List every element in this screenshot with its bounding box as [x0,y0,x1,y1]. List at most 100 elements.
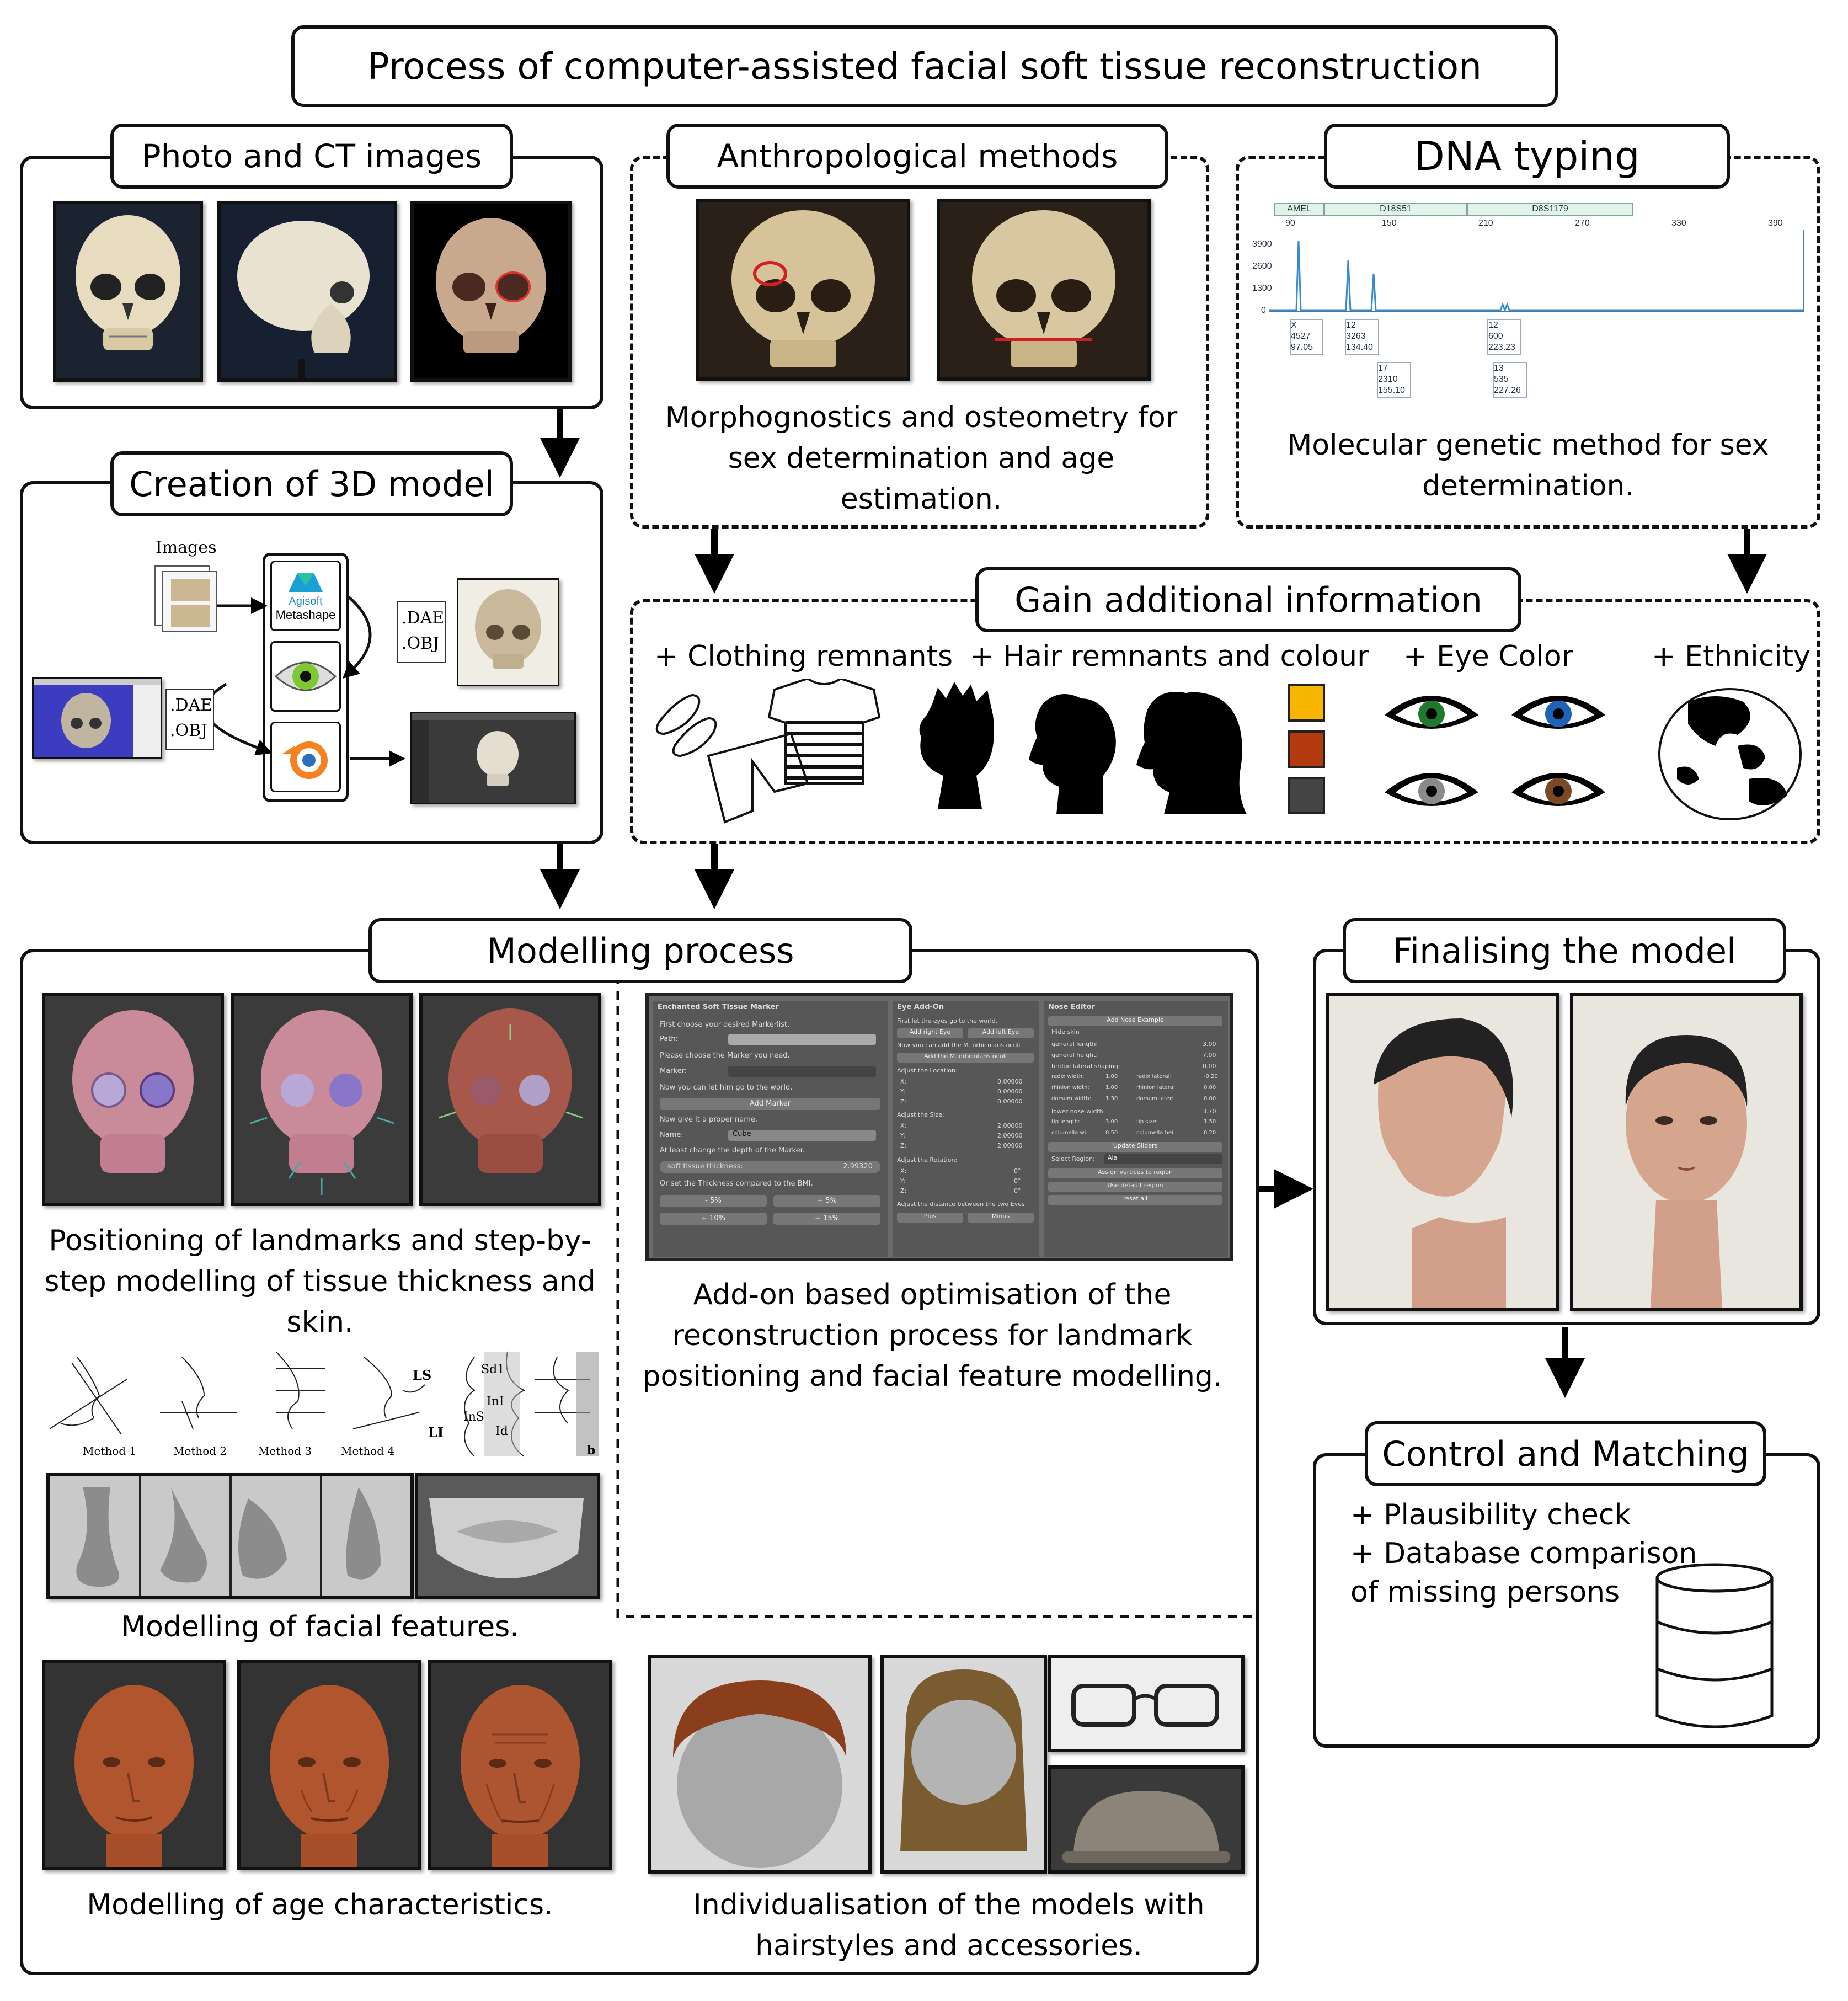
add-right-eye-button[interactable]: Add right Eye [897,1028,963,1038]
mouth-model-render [415,1473,600,1599]
blender-render-screenshot [410,712,576,804]
anthropological-title-text: Anthropological methods [717,137,1118,175]
creation-3d-title: Creation of 3D model [110,451,513,516]
shorts-icon [707,732,809,824]
method-3-label: Method 3 [258,1444,312,1458]
plausibility-check-label: + Plausibility check [1350,1498,1631,1532]
shoes-icon [655,693,701,735]
finalising-title: Finalising the model [1343,918,1786,983]
eye-plus-button[interactable]: Plus [897,1213,963,1223]
clothing-remnants-label: + Clothing remnants [654,640,953,673]
formats-label-2: .DAE .OBJ [165,689,214,750]
electropherogram-trace [1269,230,1804,312]
eye-color-label: + Eye Color [1403,640,1574,673]
mesh-software-screenshot [32,677,162,759]
gain-info-title: Gain additional information [975,567,1521,632]
eye-addon-panel: Eye Add-On First let the eyes go to the … [893,1001,1039,1257]
skull-morphognostic-photo-2 [937,199,1151,381]
skull-photo-side [217,201,397,382]
age-head-young [42,1660,226,1870]
lip-label-b: b [587,1443,596,1458]
missing-persons-label: of missing persons [1350,1576,1620,1609]
hair-remnants-label: + Hair remnants and colour [970,640,1369,673]
lip-label-ls: LS [413,1367,432,1383]
use-default-region-button[interactable]: Use default region [1048,1182,1222,1192]
y-tick-1300: 1300 [1252,284,1272,293]
skull-morphognostic-photo-1 [696,199,910,381]
select-region-dropdown[interactable]: Ala [1104,1154,1222,1164]
features-caption: Modelling of facial features. [121,1610,519,1644]
creation-3d-title-text: Creation of 3D model [129,463,494,504]
3d-skull-model-preview [457,578,559,686]
skull-side-image [237,221,370,378]
landmarks-caption: Positioning of landmarks and step-by-ste… [44,1224,596,1339]
method-1-label: Method 1 [83,1444,137,1458]
x-tick-390: 390 [1768,218,1783,228]
marker-d8s1179: D8S1179 [1467,203,1633,216]
dna-panel [1236,156,1820,529]
images-label: Images [156,538,217,557]
skull-ct-render [410,201,572,382]
eye-color-icons [1385,696,1605,806]
x-tick-330: 330 [1671,218,1686,228]
blender-icon [270,722,341,792]
nose-editor-panel: Nose Editor Add Nose Example Hide skin g… [1044,1001,1228,1257]
landmark-skull-2 [231,993,413,1206]
eye-brown-icon [1511,773,1605,806]
long-hair-silhouette [1136,692,1247,814]
final-model-front [1570,993,1803,1311]
glasses-render [1048,1655,1245,1752]
main-title-text: Process of computer-assisted facial soft… [367,45,1482,88]
meshmixer-eye-icon [270,641,341,712]
age-head-middle [237,1660,421,1870]
minus-5-button[interactable]: - 5% [660,1195,767,1207]
final-model-profile [1326,993,1559,1311]
anthropological-caption: Morphognostics and osteometry for sex de… [665,401,1178,516]
marker-name-input[interactable]: Cube [728,1130,876,1141]
nose-lip-methods-diagram [49,1351,599,1457]
path-input[interactable] [728,1034,876,1045]
update-sliders-button[interactable]: Update Sliders [1048,1142,1222,1152]
globe-icon [1658,688,1802,820]
soft-tissue-marker-panel: Enchanted Soft Tissue Marker First choos… [653,1001,888,1257]
short-hairstyle-render [648,1655,872,1874]
add-left-eye-button[interactable]: Add left Eye [968,1028,1034,1038]
metashape-text: Metashape [275,607,336,622]
formats-label-1: .DAE .OBJ [397,601,446,663]
x-tick-270: 270 [1575,218,1590,228]
x-tick-90: 90 [1285,218,1295,228]
add-marker-button[interactable]: Add Marker [660,1098,880,1110]
marker-select[interactable] [728,1066,876,1077]
lip-label-ins: InS [463,1410,484,1424]
eye-grey-icon [1385,773,1478,806]
hair-color-swatch-yellow [1288,684,1325,722]
method-4-label: Method 4 [341,1444,395,1458]
x-tick-150: 150 [1382,218,1397,228]
soft-tissue-thickness-slider[interactable]: soft tissue thickness: 2.99320 [660,1161,880,1173]
dna-electropherogram: AMEL D18S51 D8S1179 90 150 210 270 330 3… [1252,199,1809,408]
metashape-icon: Agisoft Metashape [270,561,341,631]
age-head-old [428,1660,612,1870]
plus-10-button[interactable]: + 10% [660,1213,767,1225]
modelling-title: Modelling process [368,918,912,983]
y-tick-0: 0 [1261,306,1266,315]
eye-minus-button[interactable]: Minus [968,1213,1034,1223]
y-tick-2600: 2600 [1252,262,1272,271]
age-caption: Modelling of age characteristics. [87,1888,553,1922]
plus-5-button[interactable]: + 5% [773,1195,880,1207]
lip-label-ini: InI [487,1395,504,1408]
addon-dashed-frame [616,960,1259,1618]
reset-all-button[interactable]: reset all [1048,1195,1222,1205]
add-nose-example-button[interactable]: Add Nose Example [1048,1016,1222,1026]
lip-label-id: Id [495,1424,508,1438]
plus-15-button[interactable]: + 15% [773,1213,880,1225]
y-tick-3900: 3900 [1252,239,1272,249]
main-title: Process of computer-assisted facial soft… [291,25,1558,107]
metashape-logo-icon [289,573,323,592]
marker-amel: AMEL [1274,203,1324,216]
assign-vertices-button[interactable]: Assign vertices to region [1048,1168,1222,1178]
add-orbicularis-button[interactable]: Add the M. orbicularis oculi [897,1053,1034,1063]
